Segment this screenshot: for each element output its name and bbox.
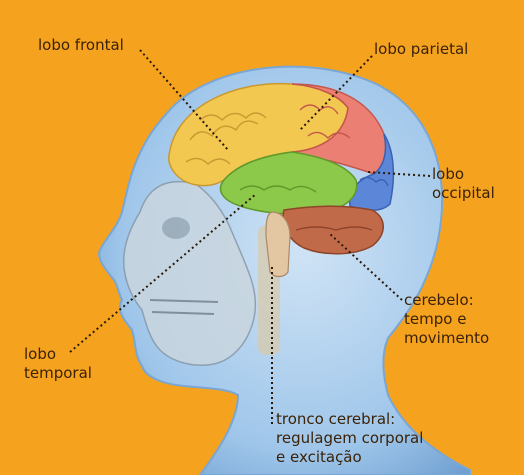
label-cerebelo-line-1: cerebelo: <box>404 291 489 310</box>
label-occipital-line-1: lobo <box>432 165 495 184</box>
label-temporal-line-2: temporal <box>24 364 92 383</box>
label-tronco-line-1: tronco cerebral: <box>276 410 423 429</box>
label-cerebelo-line-3: movimento <box>404 329 489 348</box>
label-tronco-cerebral: tronco cerebral: regulagem corporal e ex… <box>276 410 423 467</box>
label-cerebelo: cerebelo: tempo e movimento <box>404 291 489 348</box>
label-occipital-line-2: occipital <box>432 184 495 203</box>
brainstem <box>266 212 290 277</box>
label-temporal-line-1: lobo <box>24 345 92 364</box>
label-tronco-line-3: e excitação <box>276 448 423 467</box>
label-lobo-parietal: lobo parietal <box>374 40 468 59</box>
label-lobo-frontal: lobo frontal <box>38 36 124 55</box>
label-cerebelo-line-2: tempo e <box>404 310 489 329</box>
label-lobo-temporal: lobo temporal <box>24 345 92 383</box>
label-tronco-line-2: regulagem corporal <box>276 429 423 448</box>
label-lobo-occipital: lobo occipital <box>432 165 495 203</box>
eye-socket <box>162 217 190 239</box>
